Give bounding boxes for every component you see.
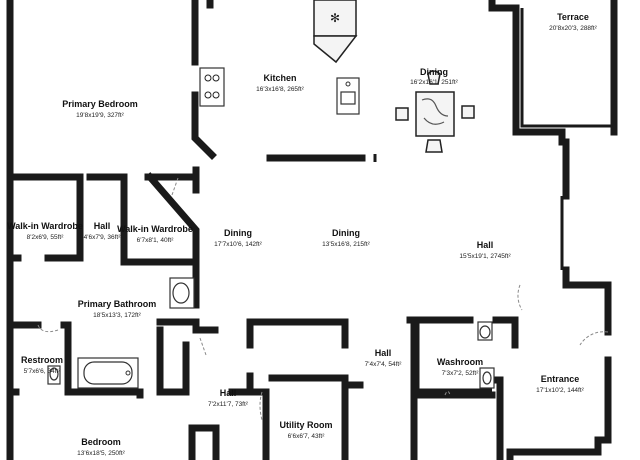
bathroom-sink-primary [169,277,195,309]
svg-text:Hall: Hall [477,240,494,250]
svg-text:Utility Room: Utility Room [280,420,333,430]
room-primary-bathroom: Primary Bathroom 18'5x13'3, 172ft² [78,299,157,319]
svg-text:Kitchen: Kitchen [263,73,296,83]
room-kitchen: Kitchen 16'3x16'8, 265ft² [256,73,304,93]
svg-text:20'8x20'3, 288ft²: 20'8x20'3, 288ft² [549,25,597,32]
washroom-toilet [477,321,493,341]
svg-text:7'3x7'2, 52ft²: 7'3x7'2, 52ft² [442,370,480,377]
room-dining-center: Dining 13'5x16'8, 215ft² [322,228,370,248]
svg-text:Walk-in Wardrobe: Walk-in Wardrobe [117,224,193,234]
kitchen-hood: ✻ [313,0,358,64]
svg-text:13'5x16'8, 215ft²: 13'5x16'8, 215ft² [322,241,370,248]
room-labels: Terrace 20'8x20'3, 288ft² Kitchen 16'3x1… [7,12,598,457]
room-washroom: Washroom 7'3x7'2, 52ft² [437,357,483,377]
room-bedroom: Bedroom 13'6x18'5, 250ft² [77,437,125,457]
svg-text:Terrace: Terrace [557,12,589,22]
svg-text:✻: ✻ [330,11,340,25]
room-restroom: Restroom 5'7x6'6, 34ft² [21,355,63,375]
svg-text:18'5x13'3, 172ft²: 18'5x13'3, 172ft² [93,312,141,319]
svg-text:5'7x6'6, 34ft²: 5'7x6'6, 34ft² [24,368,62,375]
svg-text:Hall: Hall [375,348,392,358]
restroom-toilet [47,365,61,385]
room-dining-top: Dining 16'2x16'1, 251ft² [410,67,458,86]
room-terrace: Terrace 20'8x20'3, 288ft² [549,12,597,32]
svg-text:19'8x19'9, 327ft²: 19'8x19'9, 327ft² [76,112,124,119]
room-utility-room: Utility Room 6'6x6'7, 43ft² [280,420,333,440]
walls [6,0,618,460]
svg-text:Hall: Hall [94,221,111,231]
svg-text:7'2x11'7, 73ft²: 7'2x11'7, 73ft² [208,401,249,408]
room-dining-left: Dining 17'7x10'6, 142ft² [214,228,262,248]
room-walk-in-wardrobe-right: Walk-in Wardrobe 6'7x8'1, 40ft² [117,224,193,244]
svg-text:Primary Bathroom: Primary Bathroom [78,299,157,309]
washroom-sink [479,367,495,389]
room-hall-center: Hall 7'4x7'4, 54ft² [365,348,403,368]
bathtub [77,357,139,389]
svg-text:4'6x7'9, 36ft²: 4'6x7'9, 36ft² [84,234,122,241]
kitchen-sink [336,77,360,115]
svg-text:Dining: Dining [224,228,252,238]
svg-text:13'6x18'5, 250ft²: 13'6x18'5, 250ft² [77,450,125,457]
svg-text:17'1x10'2, 144ft²: 17'1x10'2, 144ft² [536,387,584,394]
room-entrance: Entrance 17'1x10'2, 144ft² [536,374,584,394]
svg-text:Dining: Dining [332,228,360,238]
svg-text:15'5x19'1, 2745ft²: 15'5x19'1, 2745ft² [459,253,511,260]
svg-text:Washroom: Washroom [437,357,483,367]
stove [199,67,225,107]
svg-text:Hall: Hall [220,388,237,398]
dining-table [395,70,475,153]
svg-text:Entrance: Entrance [541,374,580,384]
svg-text:Bedroom: Bedroom [81,437,121,447]
svg-text:Dining: Dining [420,67,448,77]
svg-text:16'2x16'1, 251ft²: 16'2x16'1, 251ft² [410,79,458,86]
room-hall-large: Hall 15'5x19'1, 2745ft² [459,240,511,260]
svg-text:6'6x6'7, 43ft²: 6'6x6'7, 43ft² [288,433,326,440]
svg-text:7'4x7'4, 54ft²: 7'4x7'4, 54ft² [365,361,403,368]
svg-text:17'7x10'6, 142ft²: 17'7x10'6, 142ft² [214,241,262,248]
svg-text:Walk-in Wardrobe: Walk-in Wardrobe [7,221,83,231]
svg-text:Restroom: Restroom [21,355,63,365]
room-primary-bedroom: Primary Bedroom 19'8x19'9, 327ft² [62,99,138,119]
doors [37,177,609,421]
svg-text:6'7x8'1, 40ft²: 6'7x8'1, 40ft² [137,237,175,244]
svg-text:8'2x6'9, 55ft²: 8'2x6'9, 55ft² [27,234,65,241]
room-hall-small: Hall 4'6x7'9, 36ft² [84,221,122,241]
room-walk-in-wardrobe-left: Walk-in Wardrobe 8'2x6'9, 55ft² [7,221,83,241]
room-hall-lower: Hall 7'2x11'7, 73ft² [208,388,249,408]
svg-text:Primary Bedroom: Primary Bedroom [62,99,138,109]
svg-text:16'3x16'8, 265ft²: 16'3x16'8, 265ft² [256,86,304,93]
